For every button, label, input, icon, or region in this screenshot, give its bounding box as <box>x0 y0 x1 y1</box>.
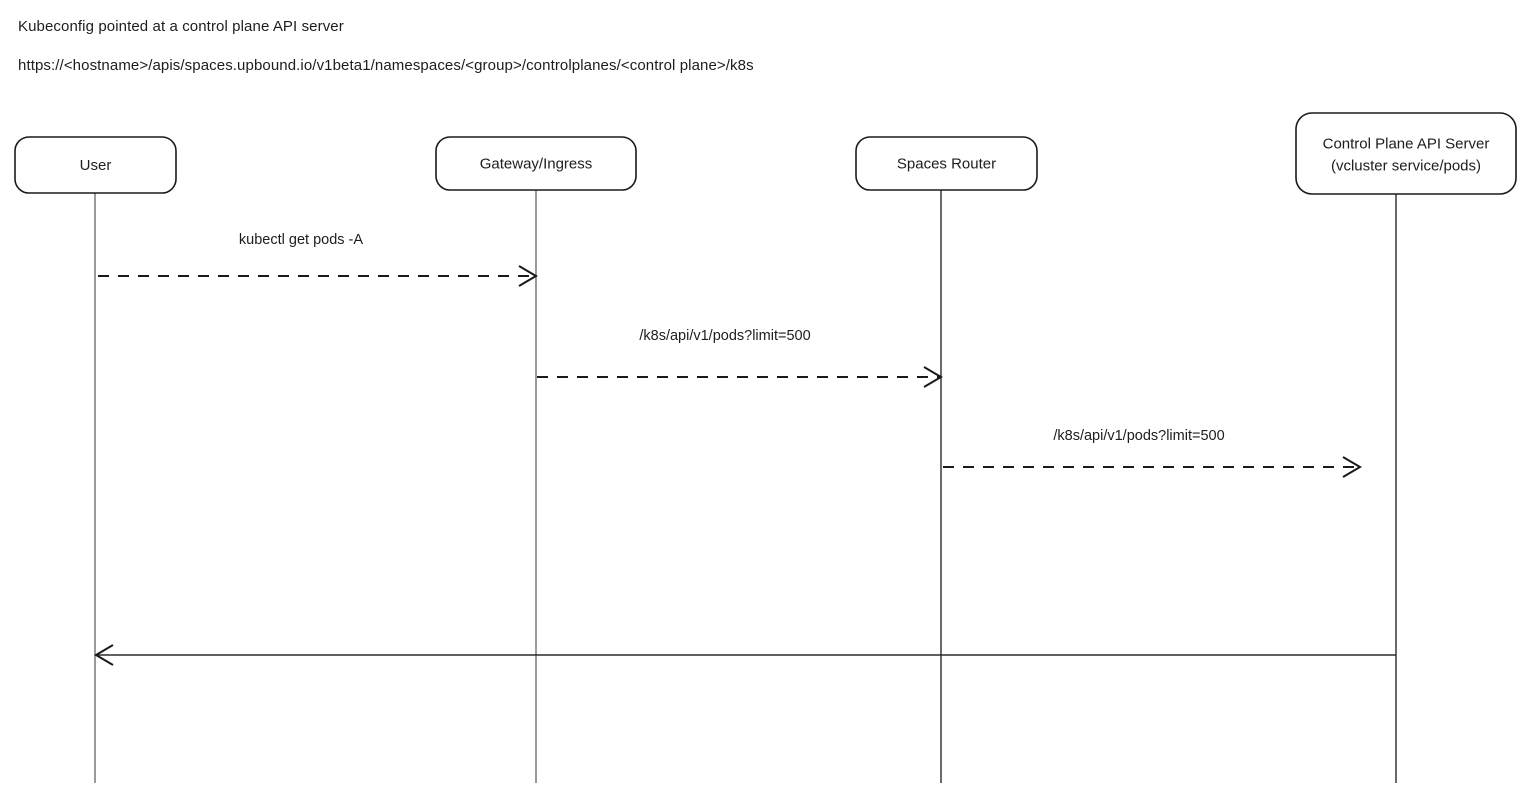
msg-router-to-control-plane-label: /k8s/api/v1/pods?limit=500 <box>1053 428 1224 444</box>
participant-label-control-plane-api-server-line2: (vcluster service/pods) <box>1331 157 1481 174</box>
messages-layer: kubectl get pods -A/k8s/api/v1/pods?limi… <box>94 232 1396 666</box>
kubeconfig-url-text: https://<hostname>/apis/spaces.upbound.i… <box>18 57 754 74</box>
msg-gateway-to-router-arrowhead-icon <box>923 366 943 388</box>
msg-kubectl-get-pods[interactable]: kubectl get pods -A <box>98 232 538 287</box>
participant-box-user <box>14 136 177 194</box>
participant-gateway[interactable]: Gateway/Ingress <box>435 136 637 191</box>
msg-router-to-control-plane-arrowhead-icon <box>1342 456 1362 478</box>
lifelines-layer <box>94 190 1397 783</box>
participant-user[interactable]: User <box>14 136 177 194</box>
msg-kubectl-get-pods-label: kubectl get pods -A <box>239 232 363 248</box>
page-title: Kubeconfig pointed at a control plane AP… <box>18 18 344 35</box>
participant-label-spaces-router: Spaces Router <box>897 155 996 172</box>
participants-layer: User Gateway/Ingress Spaces Router Control … <box>14 112 1517 195</box>
participant-box-gateway <box>435 136 637 191</box>
msg-kubectl-get-pods-arrowhead-icon <box>518 265 538 287</box>
participant-label-gateway: Gateway/Ingress <box>480 155 593 172</box>
participant-spaces-router[interactable]: Spaces Router <box>855 136 1038 191</box>
participant-box-control-plane-api-server <box>1295 112 1517 195</box>
participant-control-plane-api-server[interactable]: Control Plane API Server (vcluster servic… <box>1295 112 1517 195</box>
participant-label-user: User <box>80 157 112 174</box>
participant-label-control-plane-api-server-line1: Control Plane API Server <box>1323 135 1490 152</box>
msg-response-to-user[interactable] <box>94 644 1396 666</box>
participant-box-spaces-router <box>855 136 1038 191</box>
msg-response-to-user-arrowhead-icon <box>94 644 114 666</box>
msg-gateway-to-router-label: /k8s/api/v1/pods?limit=500 <box>639 328 810 344</box>
msg-router-to-control-plane[interactable]: /k8s/api/v1/pods?limit=500 <box>943 428 1362 478</box>
msg-gateway-to-router[interactable]: /k8s/api/v1/pods?limit=500 <box>537 328 943 388</box>
